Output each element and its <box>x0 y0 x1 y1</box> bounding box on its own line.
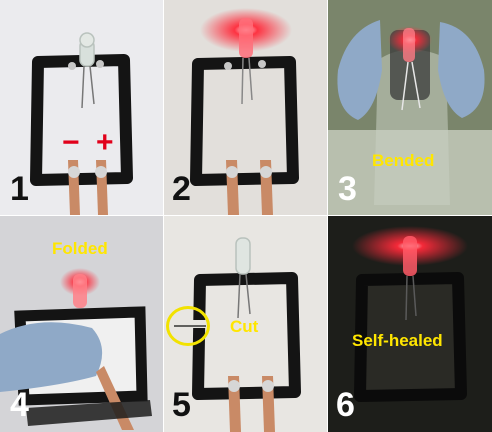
panel-2: 2 <box>164 0 327 215</box>
caption-folded: Folded <box>52 239 108 258</box>
panel-6-photo <box>328 216 492 432</box>
caption-cut: Cut <box>230 317 259 336</box>
panel-number-4: 4 <box>10 386 29 424</box>
positive-terminal-label: + <box>96 126 114 159</box>
panel-number-5: 5 <box>172 386 191 424</box>
panel-number-1: 1 <box>10 170 29 208</box>
panel-6: Self-healed 6 <box>328 216 492 432</box>
panel-1: − + 1 <box>0 0 163 215</box>
caption-self-healed: Self-healed <box>352 331 443 350</box>
panel-number-3: 3 <box>338 170 357 208</box>
negative-terminal-label: − <box>62 126 80 159</box>
panel-3: Bended 3 <box>328 0 492 215</box>
caption-bended: Bended <box>372 151 435 170</box>
panel-1-photo <box>0 0 163 215</box>
panel-number-6: 6 <box>336 386 355 424</box>
panel-3-photo <box>328 0 492 215</box>
panel-2-photo <box>164 0 327 215</box>
panel-4-photo <box>0 216 163 432</box>
cut-highlight-circle <box>166 306 210 346</box>
panel-5: Cut 5 <box>164 216 327 432</box>
panel-4: Folded 4 <box>0 216 163 432</box>
panel-number-2: 2 <box>172 170 191 208</box>
